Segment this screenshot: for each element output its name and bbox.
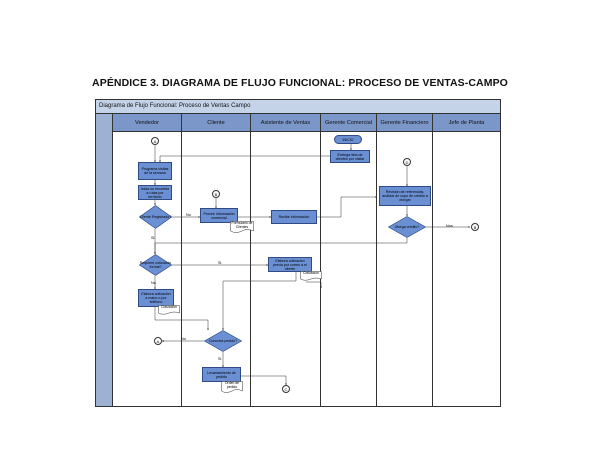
lane-cliente	[182, 132, 251, 406]
document-formulario-clientes: Formulario de Clientes	[230, 221, 254, 233]
flow-arrows	[154, 144, 471, 386]
label-no-concreta: No	[181, 337, 186, 341]
label-si-cotizacion: Si	[218, 261, 222, 265]
document-cotizacion-vendedor-label: Cotización	[161, 305, 177, 309]
process-provee-informacion: Provee información comercial	[200, 208, 238, 223]
lane-side-band	[96, 114, 113, 406]
decision-otorga-credito: Otorga crédito?	[388, 216, 426, 238]
edge-entrega-programa	[159, 155, 331, 163]
process-entrega-lista: Entrega lista de clientes por visitar	[330, 150, 370, 163]
document-cotizacion-vendedor: Cotización	[158, 305, 180, 315]
lane-gerente-comercial	[321, 132, 377, 406]
process-elabora-cotizacion-asistente: Elabora cotización previa por correo a e…	[268, 257, 312, 272]
process-revision-referencias: Revisión de referencias, análisis de cup…	[379, 186, 431, 206]
label-si-concreta: Si	[218, 357, 222, 361]
process-programa-visitas: Programa visitas de la semana	[138, 162, 172, 180]
lane-header-cliente: Cliente	[182, 114, 251, 132]
decision-requiere-cotizacion-label: Requiere cotización formal?	[139, 261, 172, 269]
connector-d: D	[403, 158, 411, 166]
lane-header-gerente-financiero: Gerente Financiero	[377, 114, 433, 132]
diagram-title: Diagrama de Flujo Funcional: Proceso de …	[96, 100, 500, 114]
label-no-cotizacion: No	[151, 281, 156, 285]
edge-otorga-si-vendedor	[154, 238, 408, 255]
edge-levantamiento-c	[241, 375, 287, 386]
label-si-registrado: Si	[151, 236, 155, 240]
connector-b-cliente: B	[212, 190, 220, 198]
process-recibe-informacion: Recibe información	[271, 210, 317, 224]
swimlane-diagram: Diagrama de Flujo Funcional: Proceso de …	[95, 99, 501, 407]
edge-recibe-revision	[317, 196, 378, 218]
decision-cliente-registrado: Cliente Registrado?	[139, 205, 172, 229]
document-cotizacion-asistente: Cotización	[300, 271, 322, 281]
lane-asistente	[251, 132, 321, 406]
label-no-credito: Nos	[446, 224, 453, 228]
decision-requiere-cotizacion: Requiere cotización formal?	[139, 254, 172, 276]
process-elabora-cotizacion-vendedor: Elabora cotización a mano o por teléfono	[138, 289, 174, 307]
lane-header-asistente: Asistente de Ventas	[251, 114, 321, 132]
lane-vendedor	[113, 132, 182, 406]
lane-header-vendedor: Vendedor	[113, 114, 182, 132]
label-no-registrado: No	[186, 213, 191, 217]
decision-concreta-pedido: Concreta pedido?	[204, 330, 242, 352]
decision-otorga-credito-label: Otorga crédito?	[394, 225, 420, 229]
document-cotizacion-asistente-label: Cotización	[303, 271, 319, 275]
connector-c: C	[282, 385, 290, 393]
document-formulario-clientes-label: Formulario de Clientes	[231, 221, 253, 229]
edge-doc-cotizacion-link	[306, 281, 322, 289]
lane-header-jefe-planta: Jefe de Planta	[433, 114, 500, 132]
connector-a-top: A	[151, 137, 159, 145]
edge-cotizacion-vend-concreta	[154, 307, 209, 331]
document-orden-pedido: Orden de pedido	[221, 381, 243, 393]
start-terminator: INICIO	[334, 135, 362, 144]
edge-cotizacion-asist-concreta	[222, 272, 297, 331]
connector-a-left: A	[154, 337, 162, 345]
process-levantamiento-pedido: Levantamiento de pedido	[202, 367, 241, 382]
connector-b-planta: B	[471, 223, 479, 231]
page-heading: APÉNDICE 3. DIAGRAMA DE FLUJO FUNCIONAL:…	[92, 77, 508, 89]
decision-cliente-registrado-label: Cliente Registrado?	[139, 215, 172, 219]
document-orden-pedido-label: Orden de pedido	[224, 381, 240, 389]
decision-concreta-pedido-label: Concreta pedido?	[208, 339, 238, 343]
lane-header-gerente-comercial: Gerente Comercial	[321, 114, 377, 132]
lane-gerente-financiero	[377, 132, 433, 406]
process-inicia-recorrido: Inicia su recorrido a rutas por territor…	[138, 185, 172, 200]
